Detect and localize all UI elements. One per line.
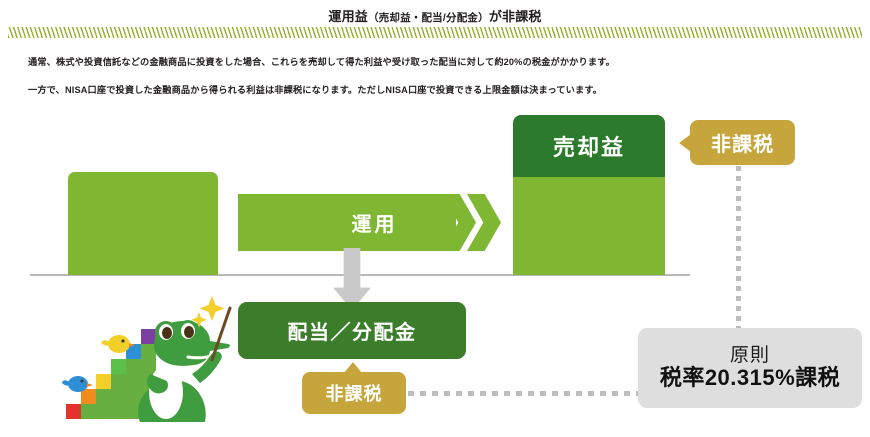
taxed-note-line2: 税率20.315%課税 [659, 365, 841, 391]
principal-bar-before [68, 172, 218, 275]
flow-arrow-group: 運用 [238, 194, 501, 251]
right-arrow-icon: 運用 [238, 194, 456, 251]
page-title-tail: が非課税 [488, 9, 542, 24]
dotted-connector-horizontal-icon [408, 391, 640, 396]
dividend-box-label: 配当／分配金 [287, 322, 417, 344]
tax-free-callout-dividend-label: 非課税 [325, 384, 383, 404]
tax-free-callout-dividend: 非課税 [302, 362, 406, 414]
tax-free-callout-gain: 非課税 [679, 120, 795, 165]
sparkle-icon [191, 296, 225, 328]
arrow-down-icon [333, 248, 371, 310]
body-paragraph-1: 通常、株式や投資信託などの金融商品に投資をした場合、これらを売却して得た利益や受… [28, 57, 615, 67]
capital-gain-label: 売却益 [552, 135, 625, 160]
bird-icon [101, 335, 135, 353]
tax-free-callout-gain-label: 非課税 [711, 134, 774, 156]
page-title-paren: （売却益・配当/分配金） [367, 12, 489, 24]
capital-gain-bar: 売却益 [513, 115, 665, 177]
pointer-stick-icon [210, 306, 232, 362]
page-title-main: 運用益 [328, 9, 368, 24]
bird-icon [62, 376, 93, 392]
diagonal-hatch-divider-icon [8, 27, 862, 38]
principal-bar-after [513, 175, 665, 275]
crocodile-body [138, 320, 230, 422]
dividend-box: 配当／分配金 [238, 302, 466, 359]
dotted-connector-vertical-icon [736, 166, 741, 329]
page-title: 運用益（売却益・配当/分配金）が非課税 [0, 6, 870, 25]
taxed-note-line1: 原則 [729, 345, 770, 367]
flow-arrow-label: 運用 [351, 214, 398, 236]
body-paragraph-2: 一方で、NISA口座で投資した金融商品から得られる利益は非課税になります。ただし… [28, 85, 603, 95]
taxed-note-box: 原則 税率20.315%課税 [638, 328, 862, 408]
crocodile-mascot-icon [62, 282, 232, 432]
diagram-area: 運用 売却益 非課税 配当／分配金 非課税 原則 税率20.3 [0, 100, 870, 437]
